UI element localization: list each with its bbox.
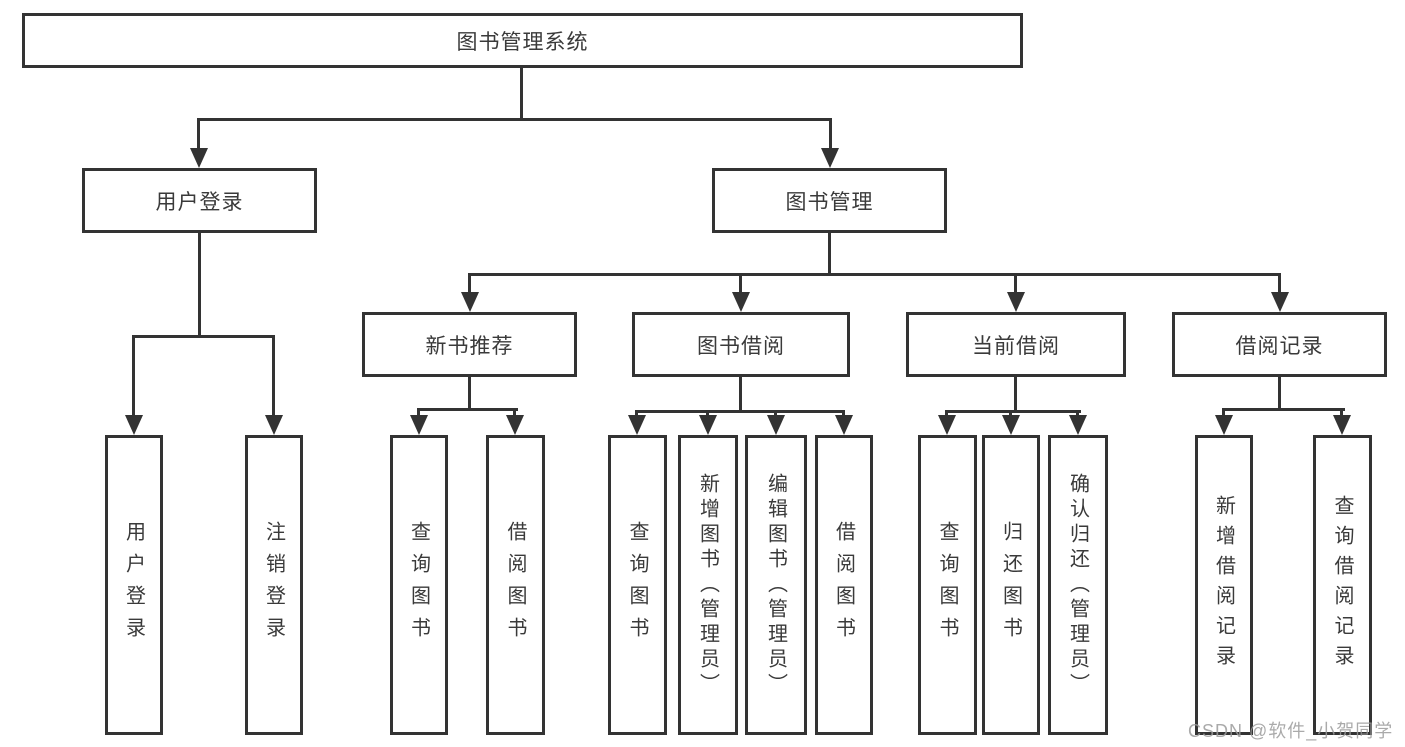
node-book-mgmt-label: 图书管理	[785, 190, 874, 214]
node-book-borrow-label: 图书借阅	[697, 334, 785, 358]
connector-drop-query-borrow-record	[1340, 408, 1343, 415]
leaf-return-books-label: 归还图书	[999, 521, 1022, 649]
connector-drop-borrow-books-borrow	[842, 410, 845, 415]
connector-user-login-bar	[132, 335, 275, 338]
connector-drop-leaf-logout	[272, 335, 275, 415]
connector-book-borrow-bar	[635, 410, 845, 413]
csdn-watermark: CSDN @软件_小贺同学	[1188, 721, 1394, 741]
leaf-user-login-label: 用户登录	[122, 521, 145, 649]
leaf-borrow-books-rec-label: 借阅图书	[504, 521, 526, 649]
connector-drop-book-borrow	[739, 273, 742, 292]
arrow-down-query-books-borrow	[628, 415, 646, 435]
node-root-label: 图书管理系统	[456, 30, 589, 54]
arrow-down-borrow-books-borrow	[835, 415, 853, 435]
arrow-down-return-books	[1002, 415, 1020, 435]
arrow-down-confirm-return	[1069, 415, 1087, 435]
connector-borrow-records-bar	[1222, 408, 1345, 411]
node-user-login: 用户登录	[82, 168, 317, 233]
leaf-borrow-books-rec: 借阅图书	[486, 435, 545, 735]
leaf-edit-books-label: 编辑图书（管理员）	[764, 472, 787, 698]
leaf-user-login: 用户登录	[105, 435, 163, 735]
connector-book-mgmt-bar	[468, 273, 1281, 276]
connector-drop-query-books-rec	[417, 408, 420, 415]
leaf-query-books-rec: 查询图书	[390, 435, 448, 735]
arrow-down-borrow-records	[1271, 292, 1289, 312]
leaf-add-books-label: 新增图书（管理员）	[696, 472, 719, 698]
connector-drop-book-mgmt	[829, 118, 832, 148]
node-root: 图书管理系统	[22, 13, 1023, 68]
node-book-borrow: 图书借阅	[632, 312, 850, 377]
connector-new-book-rec-stem	[468, 377, 471, 408]
connector-drop-borrow-records	[1278, 273, 1281, 292]
connector-borrow-records-stem	[1278, 377, 1281, 408]
leaf-query-books-rec-label: 查询图书	[407, 521, 430, 649]
node-current-borrow-label: 当前借阅	[972, 334, 1060, 358]
arrow-down-user-login	[190, 148, 208, 168]
leaf-confirm-return: 确认归还（管理员）	[1048, 435, 1108, 735]
leaf-return-books: 归还图书	[982, 435, 1040, 735]
arrow-down-leaf-user-login	[125, 415, 143, 435]
arrow-down-query-books-current	[938, 415, 956, 435]
arrow-down-book-mgmt	[821, 148, 839, 168]
leaf-add-borrow-record: 新增借阅记录	[1195, 435, 1253, 735]
connector-root-stem	[520, 68, 523, 118]
connector-drop-user-login	[197, 118, 200, 148]
leaf-borrow-books-borrow-label: 借阅图书	[832, 521, 855, 649]
leaf-logout-label: 注销登录	[262, 521, 285, 649]
arrow-down-query-borrow-record	[1333, 415, 1351, 435]
connector-drop-add-books	[706, 410, 709, 415]
connector-drop-new-book-rec	[468, 273, 471, 292]
leaf-edit-books: 编辑图书（管理员）	[745, 435, 807, 735]
node-user-login-label: 用户登录	[155, 190, 244, 214]
node-current-borrow: 当前借阅	[906, 312, 1126, 377]
connector-drop-current-borrow	[1014, 273, 1017, 292]
connector-user-login-stem	[198, 233, 201, 335]
leaf-confirm-return-label: 确认归还（管理员）	[1066, 472, 1089, 698]
arrow-down-current-borrow	[1007, 292, 1025, 312]
arrow-down-add-borrow-record	[1215, 415, 1233, 435]
leaf-query-borrow-record-label: 查询借阅记录	[1331, 495, 1353, 675]
arrow-down-leaf-logout	[265, 415, 283, 435]
leaf-query-books-borrow: 查询图书	[608, 435, 667, 735]
connector-drop-leaf-user-login	[132, 335, 135, 415]
connector-drop-edit-books	[774, 410, 777, 415]
arrow-down-query-books-rec	[410, 415, 428, 435]
connector-drop-return-books	[1009, 410, 1012, 415]
leaf-borrow-books-borrow: 借阅图书	[815, 435, 873, 735]
connector-current-borrow-stem	[1014, 377, 1017, 410]
connector-book-mgmt-stem	[828, 233, 831, 273]
connector-drop-confirm-return	[1076, 410, 1079, 415]
connector-new-book-rec-bar	[417, 408, 518, 411]
leaf-query-books-current: 查询图书	[918, 435, 977, 735]
connector-book-borrow-stem	[739, 377, 742, 410]
arrow-down-edit-books	[767, 415, 785, 435]
leaf-query-borrow-record: 查询借阅记录	[1313, 435, 1372, 735]
connector-drop-query-books-current	[945, 410, 948, 415]
leaf-query-books-borrow-label: 查询图书	[626, 521, 648, 649]
node-book-mgmt: 图书管理	[712, 168, 947, 233]
connector-drop-add-borrow-record	[1222, 408, 1225, 415]
arrow-down-book-borrow	[732, 292, 750, 312]
leaf-logout: 注销登录	[245, 435, 303, 735]
arrow-down-borrow-books-rec	[506, 415, 524, 435]
connector-drop-borrow-books-rec	[513, 408, 516, 415]
node-new-book-rec-label: 新书推荐	[425, 334, 514, 358]
node-new-book-rec: 新书推荐	[362, 312, 577, 377]
arrow-down-new-book-rec	[461, 292, 479, 312]
node-borrow-records-label: 借阅记录	[1235, 334, 1324, 358]
node-borrow-records: 借阅记录	[1172, 312, 1387, 377]
connector-drop-query-books-borrow	[635, 410, 638, 415]
leaf-add-borrow-record-label: 新增借阅记录	[1212, 495, 1235, 675]
connector-root-bar	[197, 118, 832, 121]
leaf-query-books-current-label: 查询图书	[936, 521, 958, 649]
connector-current-borrow-bar	[945, 410, 1081, 413]
leaf-add-books: 新增图书（管理员）	[678, 435, 738, 735]
arrow-down-add-books	[699, 415, 717, 435]
